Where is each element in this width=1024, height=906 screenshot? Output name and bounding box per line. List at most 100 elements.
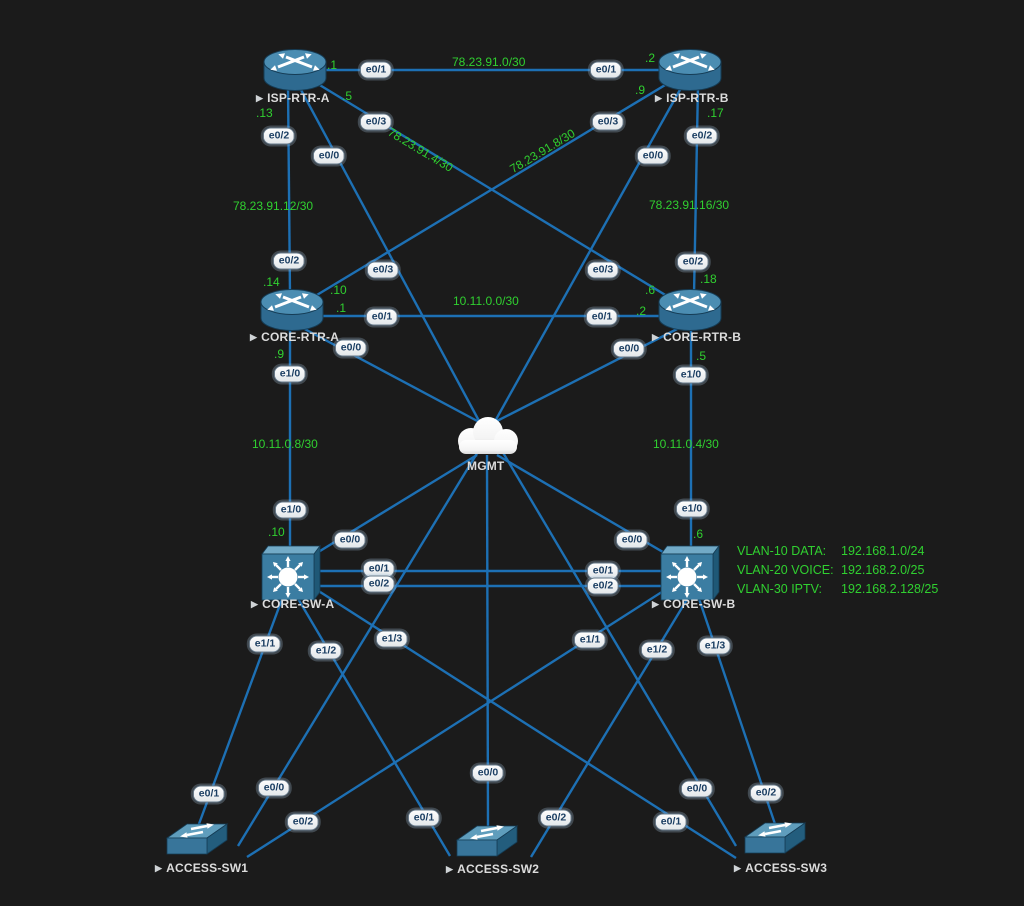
port-label: e0/0 bbox=[612, 340, 646, 358]
access-switch-icon bbox=[165, 823, 229, 855]
router-icon bbox=[658, 49, 722, 91]
node-label-access-sw3: ▶ACCESS-SW3 bbox=[734, 861, 827, 875]
subnet-annotation: .10 bbox=[268, 525, 285, 539]
node-name-text: ACCESS-SW2 bbox=[457, 862, 540, 876]
port-label: e0/0 bbox=[333, 531, 367, 549]
subnet-annotation: 10.11.0.8/30 bbox=[252, 437, 318, 451]
access-switch-icon bbox=[455, 825, 519, 857]
link-line[interactable] bbox=[298, 324, 482, 425]
multilayer-switch-icon bbox=[261, 544, 321, 602]
port-label: e0/3 bbox=[366, 261, 400, 279]
play-triangle-icon: ▶ bbox=[155, 863, 163, 873]
port-label: e0/0 bbox=[471, 764, 505, 782]
link-line[interactable] bbox=[492, 324, 684, 425]
port-label: e0/1 bbox=[585, 308, 619, 326]
link-line[interactable] bbox=[487, 87, 683, 433]
node-mgmt[interactable] bbox=[446, 410, 528, 464]
port-label: e0/0 bbox=[257, 779, 291, 797]
link-line[interactable] bbox=[496, 453, 681, 564]
node-label-core-rtr-a: ▶CORE-RTR-A bbox=[250, 330, 339, 344]
port-label: e0/2 bbox=[362, 575, 396, 593]
subnet-annotation: .5 bbox=[696, 349, 707, 363]
multilayer-switch-icon bbox=[660, 544, 720, 602]
port-label: e1/3 bbox=[375, 630, 409, 648]
subnet-annotation: .1 bbox=[327, 58, 338, 72]
play-triangle-icon: ▶ bbox=[250, 332, 258, 342]
node-name-text: ISP-RTR-B bbox=[666, 91, 729, 105]
port-label: e0/0 bbox=[334, 339, 368, 357]
node-name-text: CORE-RTR-A bbox=[261, 330, 340, 344]
node-name-text: ISP-RTR-A bbox=[267, 91, 330, 105]
router-icon bbox=[260, 289, 324, 331]
node-access-sw3[interactable] bbox=[741, 815, 809, 863]
port-label: e0/2 bbox=[272, 252, 306, 270]
vlan-name: VLAN-20 VOICE: bbox=[737, 563, 834, 577]
link-line[interactable] bbox=[298, 87, 487, 433]
port-label: e1/3 bbox=[698, 637, 732, 655]
node-label-access-sw2: ▶ACCESS-SW2 bbox=[446, 862, 539, 876]
port-label: e0/0 bbox=[615, 531, 649, 549]
subnet-annotation: 78.23.91.12/30 bbox=[233, 199, 314, 213]
node-core-rtr-a[interactable] bbox=[259, 287, 325, 333]
port-label: e0/2 bbox=[685, 127, 719, 145]
node-label-isp-rtr-a: ▶ISP-RTR-A bbox=[256, 91, 330, 105]
port-label: e0/2 bbox=[262, 127, 296, 145]
subnet-annotation: .1 bbox=[336, 301, 347, 315]
node-core-sw-b[interactable] bbox=[659, 542, 721, 602]
node-isp-rtr-a[interactable] bbox=[262, 47, 328, 93]
port-label: e0/2 bbox=[749, 784, 783, 802]
node-core-rtr-b[interactable] bbox=[657, 287, 723, 333]
port-label: e0/1 bbox=[407, 809, 441, 827]
node-label-isp-rtr-b: ▶ISP-RTR-B bbox=[655, 91, 729, 105]
port-label: e0/2 bbox=[286, 813, 320, 831]
node-core-sw-a[interactable] bbox=[260, 542, 322, 602]
port-label: e0/2 bbox=[676, 253, 710, 271]
node-isp-rtr-b[interactable] bbox=[657, 47, 723, 93]
router-icon bbox=[658, 289, 722, 331]
node-access-sw1[interactable] bbox=[163, 816, 231, 864]
subnet-annotation: .14 bbox=[263, 275, 280, 289]
link-line[interactable] bbox=[291, 572, 737, 860]
node-name-text: ACCESS-SW3 bbox=[745, 861, 828, 875]
port-label: e1/1 bbox=[248, 635, 282, 653]
play-triangle-icon: ▶ bbox=[251, 599, 259, 609]
subnet-annotation: .2 bbox=[636, 304, 647, 318]
node-label-core-sw-b: ▶CORE-SW-B bbox=[652, 597, 735, 611]
subnet-annotation: .2 bbox=[645, 51, 656, 65]
play-triangle-icon: ▶ bbox=[446, 864, 454, 874]
link-line[interactable] bbox=[490, 433, 738, 847]
node-label-core-rtr-b: ▶CORE-RTR-B bbox=[652, 330, 741, 344]
port-label: e0/1 bbox=[365, 308, 399, 326]
port-label: e0/0 bbox=[312, 147, 346, 165]
port-label: e0/1 bbox=[654, 813, 688, 831]
port-label: e0/2 bbox=[586, 577, 620, 595]
vlan-subnet: 192.168.2.128/25 bbox=[841, 582, 939, 596]
port-label: e0/2 bbox=[539, 809, 573, 827]
node-label-mgmt: MGMT bbox=[467, 459, 504, 473]
subnet-annotation: .17 bbox=[707, 106, 724, 120]
subnet-annotation: .10 bbox=[330, 283, 347, 297]
node-name-text: CORE-SW-A bbox=[262, 597, 335, 611]
subnet-annotation: 78.23.91.0/30 bbox=[452, 55, 526, 69]
subnet-annotation: .9 bbox=[274, 347, 285, 361]
link-line[interactable] bbox=[291, 68, 691, 312]
cloud-icon bbox=[458, 417, 518, 454]
vlan-subnet: 192.168.1.0/24 bbox=[841, 544, 925, 558]
node-label-core-sw-a: ▶CORE-SW-A bbox=[251, 597, 334, 611]
node-access-sw2[interactable] bbox=[453, 818, 521, 866]
play-triangle-icon: ▶ bbox=[256, 93, 264, 103]
port-label: e0/1 bbox=[359, 61, 393, 79]
port-label: e1/1 bbox=[573, 631, 607, 649]
node-label-access-sw1: ▶ACCESS-SW1 bbox=[155, 861, 248, 875]
link-line[interactable] bbox=[246, 572, 691, 859]
node-name-text: CORE-SW-B bbox=[663, 597, 736, 611]
port-label: e0/3 bbox=[359, 113, 393, 131]
subnet-annotation: 78.23.91.16/30 bbox=[649, 198, 730, 212]
subnet-annotation: .6 bbox=[645, 283, 656, 297]
play-triangle-icon: ▶ bbox=[655, 93, 663, 103]
subnet-annotation: 10.11.0.4/30 bbox=[653, 437, 719, 451]
port-label: e1/2 bbox=[640, 641, 674, 659]
subnet-annotation: 10.11.0.0/30 bbox=[453, 294, 519, 308]
link-line[interactable] bbox=[301, 453, 478, 564]
play-triangle-icon: ▶ bbox=[652, 599, 660, 609]
